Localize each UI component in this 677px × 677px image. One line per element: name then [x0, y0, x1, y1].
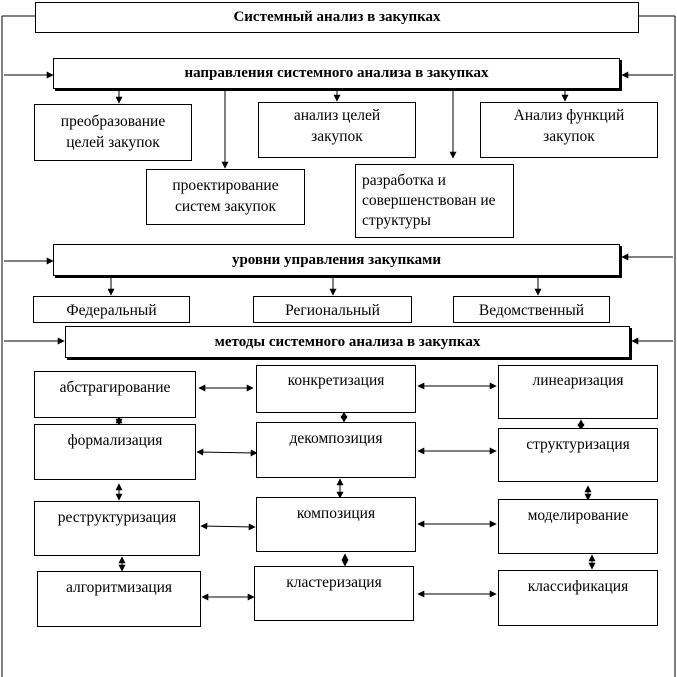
methods-header: методы системного анализа в закупках	[65, 326, 630, 358]
method-modeling: моделирование	[498, 499, 658, 554]
diagram-title: Системный анализ в закупках	[35, 2, 639, 33]
levels-header: уровни управления закупками	[53, 244, 620, 276]
method-abstraction: абстрагирование	[34, 371, 196, 418]
direction-system-design: проектирование систем закупок	[146, 169, 305, 225]
method-restructurization: реструктуризация	[34, 501, 200, 556]
method-algorithmization: алгоритмизация	[37, 571, 201, 627]
direction-goal-analysis: анализ целей закупок	[258, 102, 416, 158]
level-federal: Федеральный	[33, 296, 190, 323]
method-linearization: линеаризация	[498, 365, 658, 419]
level-departmental: Ведомственный	[453, 296, 610, 323]
direction-goal-transformation: преобразование целей закупок	[34, 104, 192, 161]
method-clusterization: кластеризация	[254, 566, 414, 621]
direction-function-analysis: Анализ функций закупок	[480, 102, 658, 158]
method-formalization: формализация	[34, 424, 196, 480]
level-regional: Региональный	[253, 296, 412, 323]
method-decomposition: декомпозиция	[256, 422, 416, 478]
method-concretization: конкретизация	[256, 365, 416, 413]
direction-structure-development: разработка и совершенствован ие структур…	[355, 164, 514, 238]
method-composition: композиция	[256, 497, 416, 552]
method-structurization: структуризация	[498, 428, 658, 482]
directions-header: направления системного анализа в закупка…	[53, 58, 620, 89]
method-classification: классификация	[498, 570, 658, 626]
